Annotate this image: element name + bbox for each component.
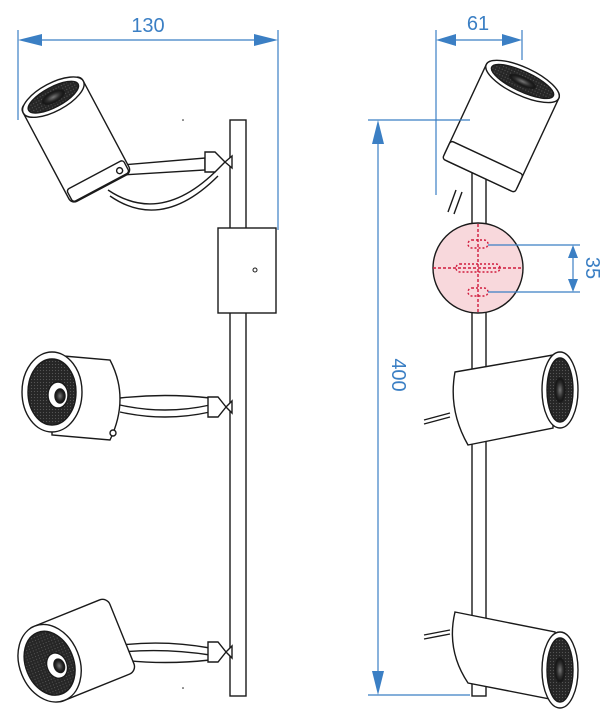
dimension-height-label: 400 <box>387 358 409 391</box>
dimension-mount-label: 35 <box>581 257 603 279</box>
dimension-depth <box>435 30 523 195</box>
dimension-width <box>17 30 279 230</box>
front-spotlight-2 <box>21 351 233 441</box>
front-spotlight-1 <box>21 76 233 211</box>
front-spotlight-3 <box>17 598 233 703</box>
dimension-depth-label: 61 <box>467 13 489 35</box>
side-spotlight-2 <box>423 351 579 446</box>
dimension-mount <box>488 244 580 293</box>
mount-screw-icon <box>252 267 258 273</box>
dimension-width-label: 130 <box>131 15 164 37</box>
side-mount-plate <box>432 222 524 314</box>
side-view <box>423 59 579 709</box>
front-mount-box <box>217 227 277 314</box>
dimension-height <box>368 119 470 696</box>
side-spotlight-3 <box>423 611 579 709</box>
front-view <box>17 76 277 703</box>
side-spotlight-1 <box>442 59 561 215</box>
